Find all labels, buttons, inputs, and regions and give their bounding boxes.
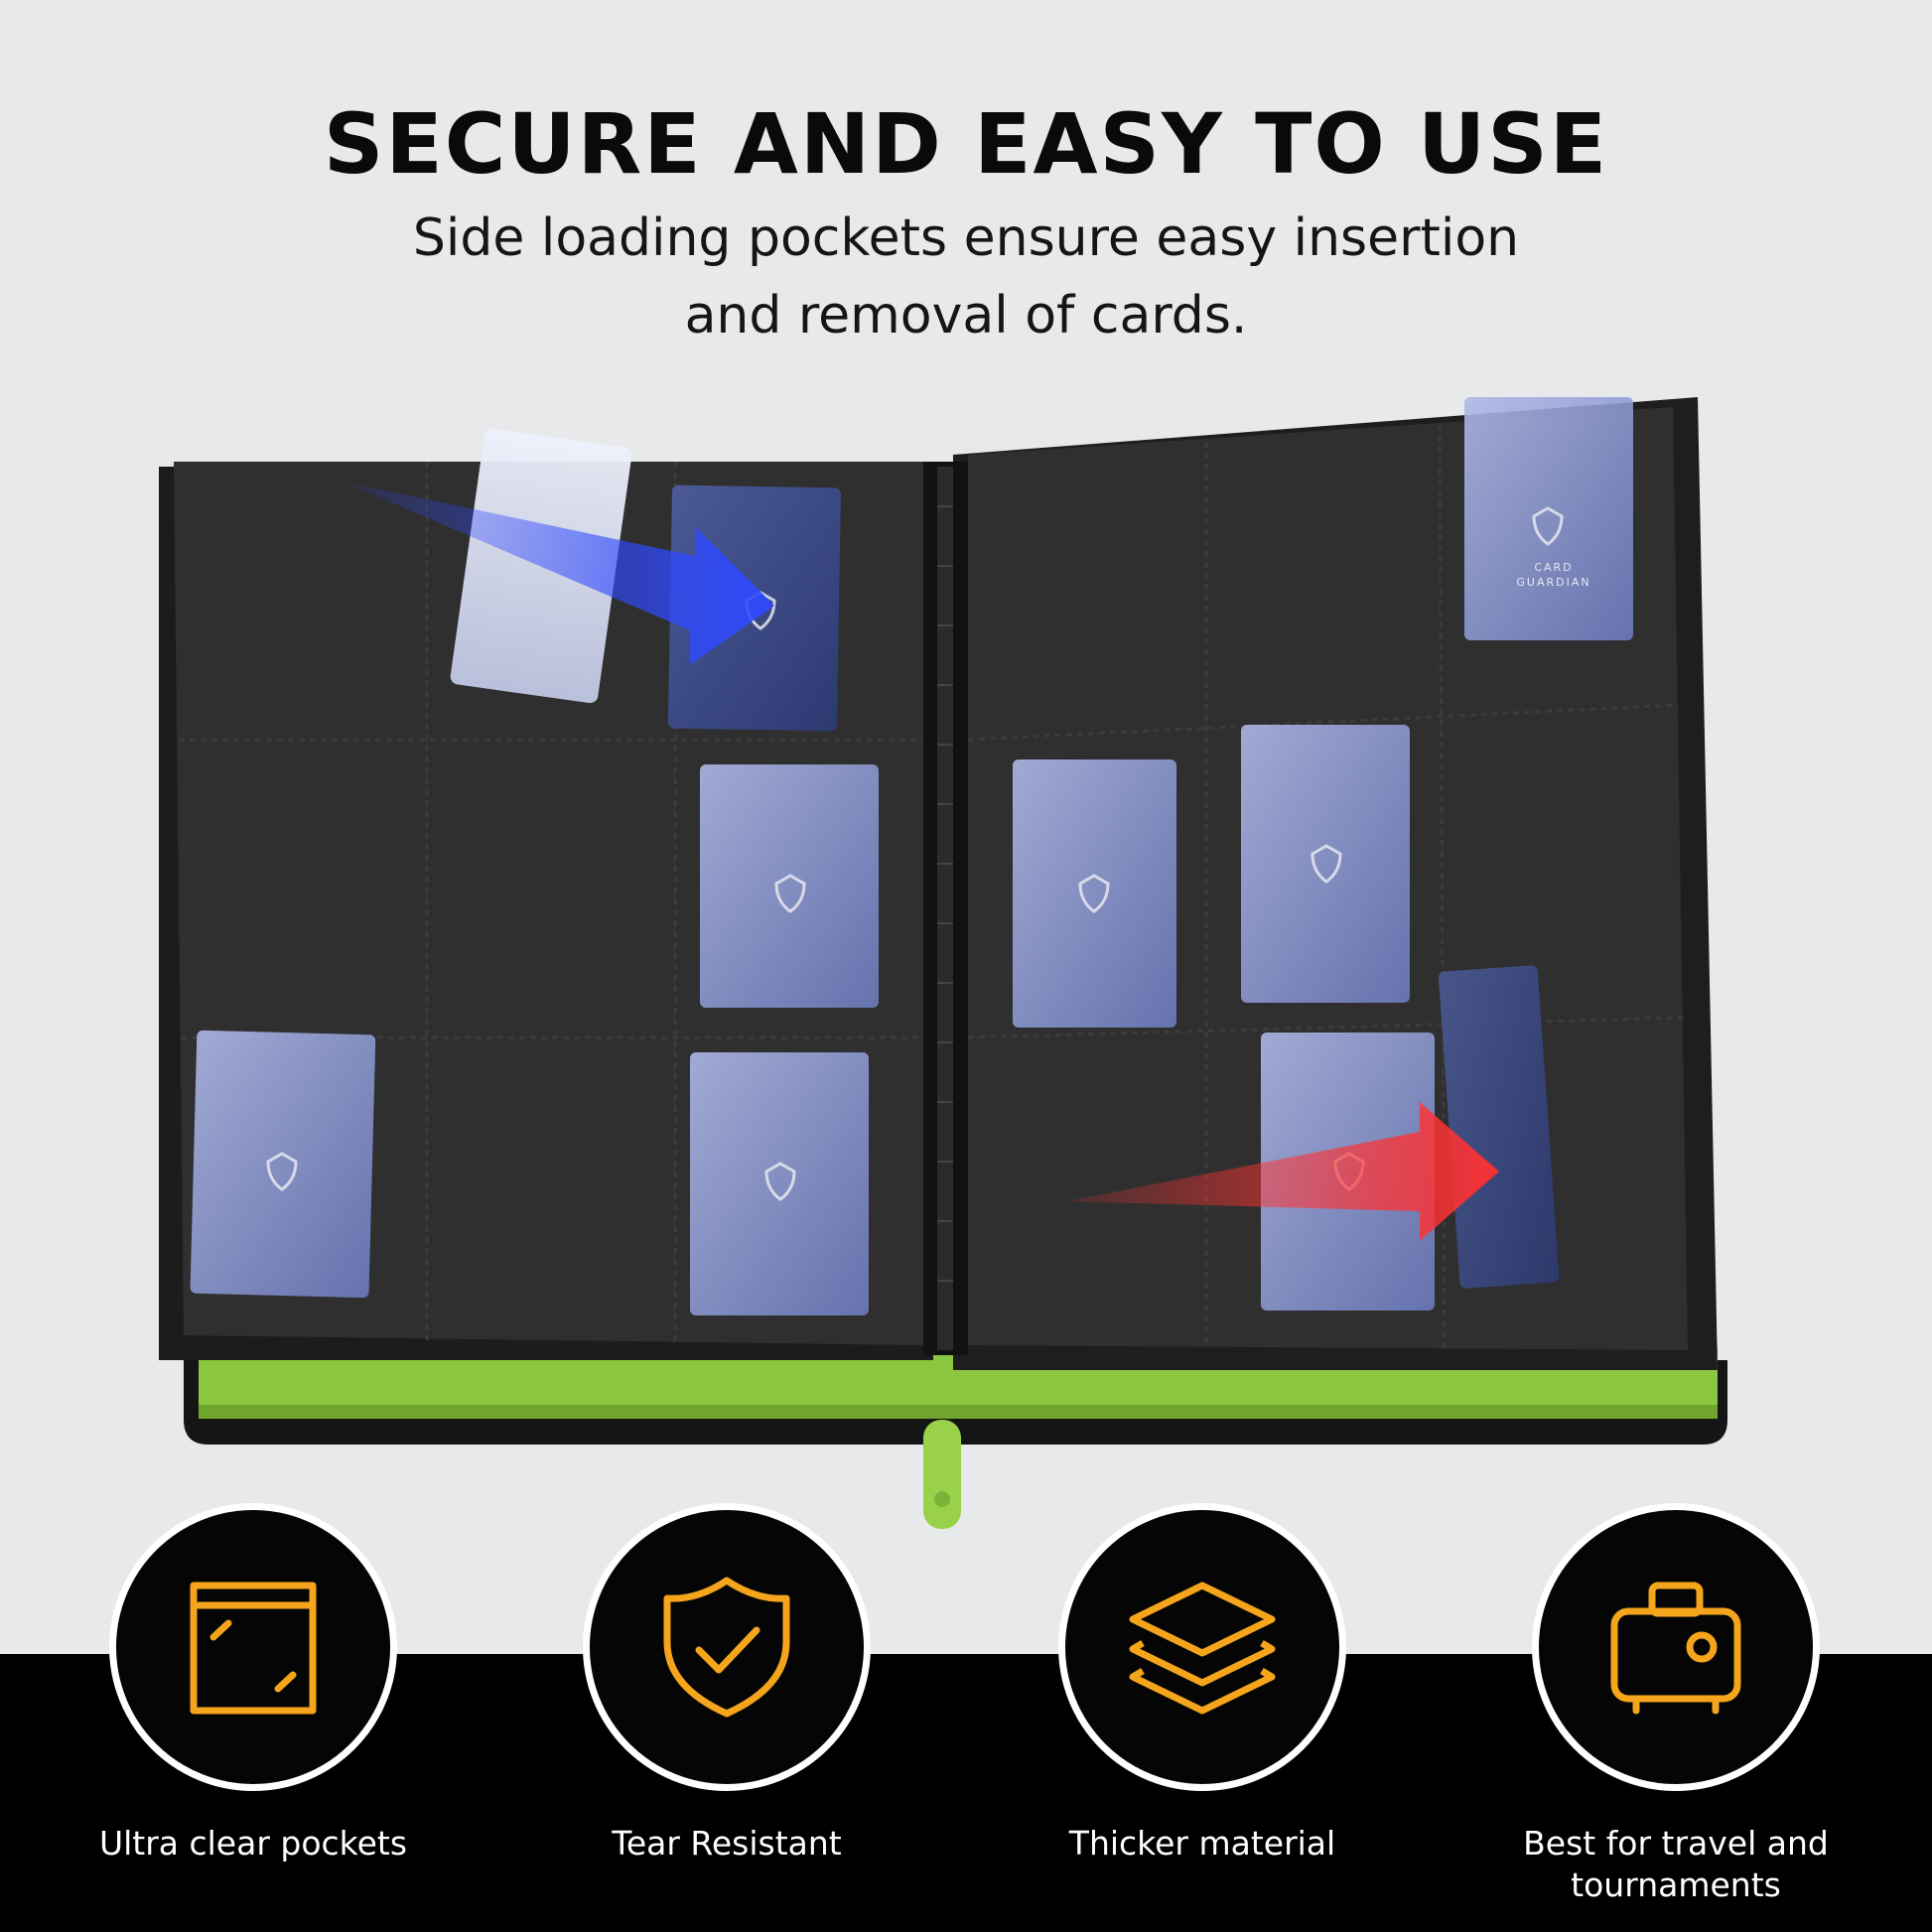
card-sleeve [700,764,879,1008]
feature-label: Tear Resistant [612,1824,842,1863]
card-sleeve [190,1030,376,1299]
feature-label: Ultra clear pockets [98,1824,408,1863]
subtitle-line-1: Side loading pockets ensure easy inserti… [412,208,1520,268]
page-title: SECURE AND EASY TO USE [323,95,1609,193]
feature-circle [1532,1503,1820,1791]
feature-circle [109,1503,397,1791]
subtitle-line-2: and removal of cards. [684,286,1248,345]
insert-arrow-blue [343,482,774,665]
card-brand-line-1: CARD [1534,561,1573,574]
feature-circle [583,1503,871,1791]
feature-thicker-material: Thicker material [999,1503,1416,1920]
card-sleeve [1464,397,1633,640]
card-binder-image: CARD GUARDIAN [159,397,1727,1529]
card-sleeve [690,1052,869,1315]
feature-label: Best for travel and tournaments [1523,1824,1829,1904]
feature-clear-pockets: Ultra clear pockets [50,1503,467,1920]
shield-check-icon [663,1577,790,1718]
feature-travel: Best for travel and tournaments [1472,1503,1889,1920]
insert-arrow-red [1067,1102,1499,1241]
card-sleeve-inserting [1439,965,1560,1289]
feature-label: Thicker material [1068,1824,1336,1863]
layers-icon [1129,1582,1276,1715]
feature-circle [1058,1503,1346,1791]
clear-pocket-icon [190,1582,317,1715]
suitcase-icon [1610,1582,1741,1715]
card-sleeve [1241,725,1410,1003]
card-brand-line-2: GUARDIAN [1516,576,1590,589]
card-sleeve [1013,759,1176,1028]
feature-tear-resistant: Tear Resistant [523,1503,940,1920]
